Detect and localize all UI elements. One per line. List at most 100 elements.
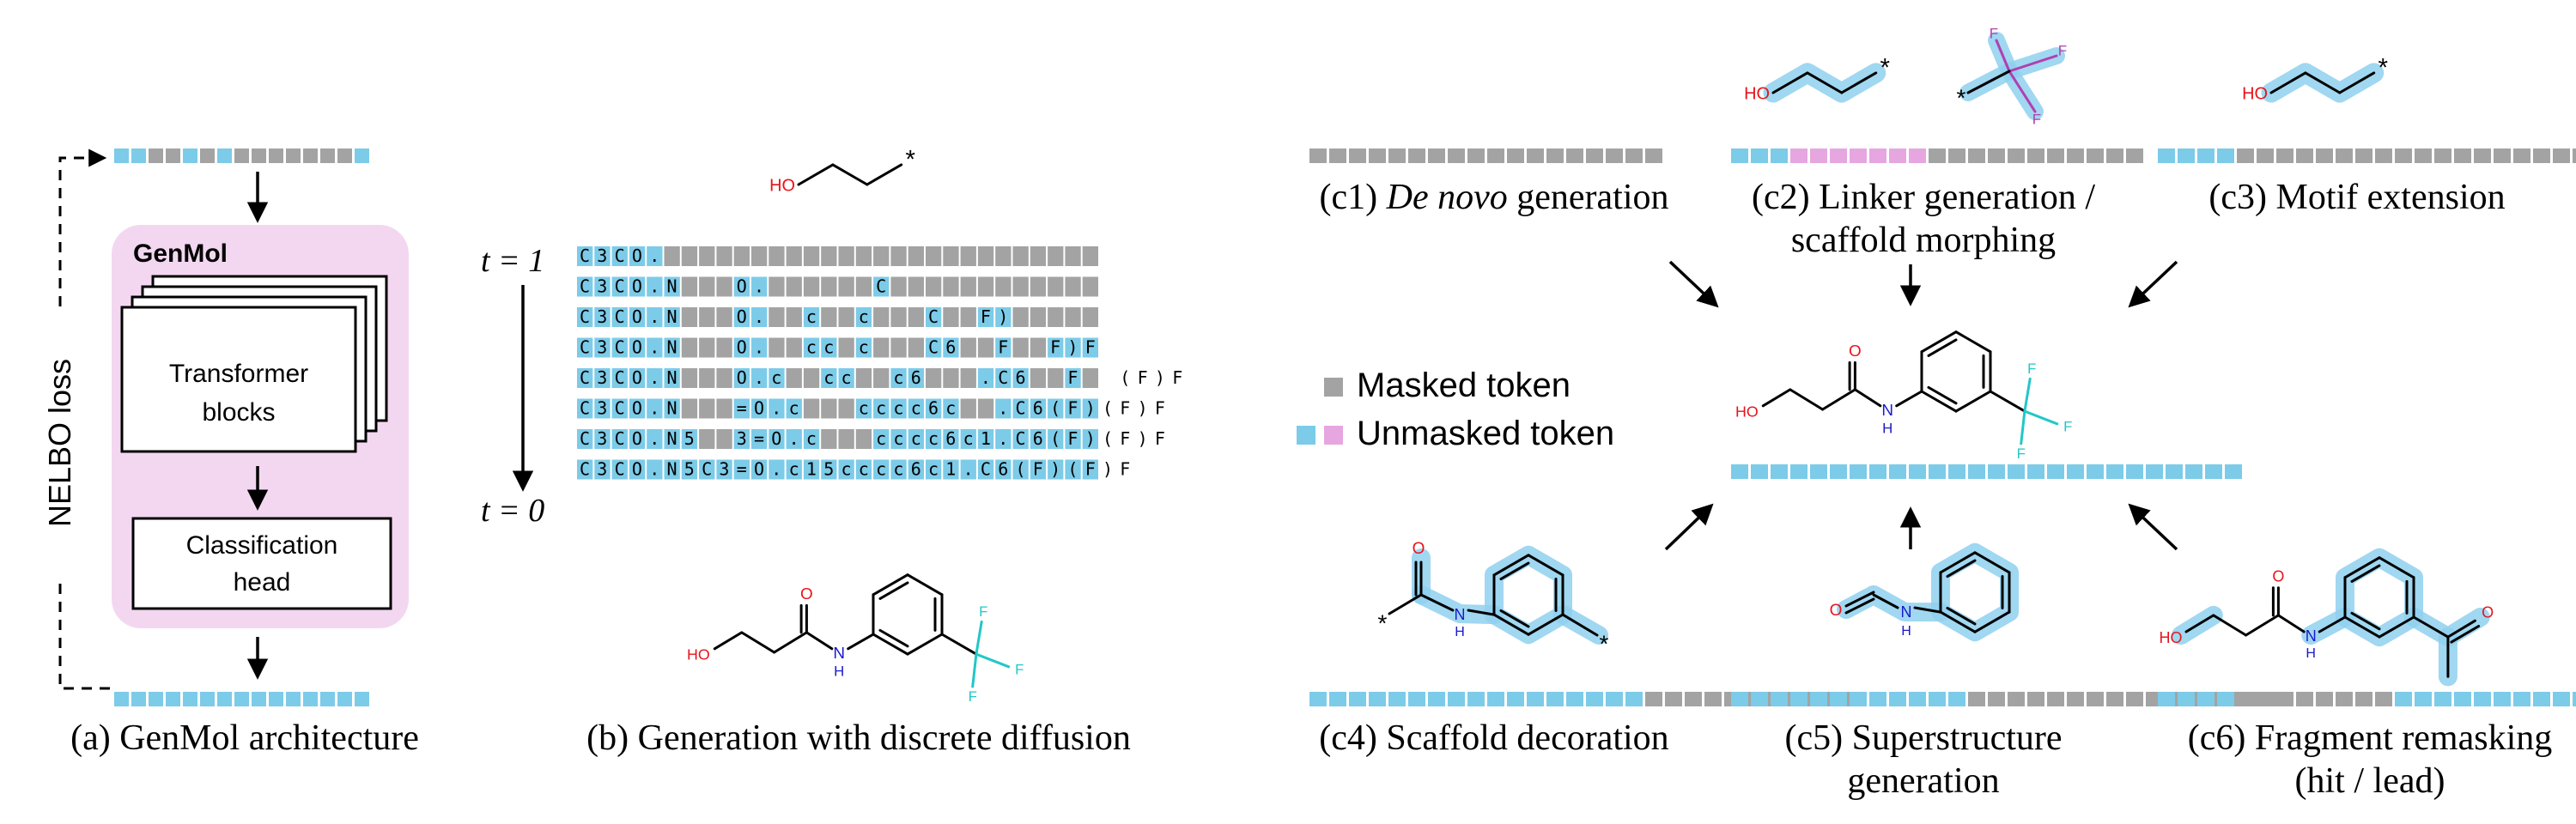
unmasked-token xyxy=(629,307,646,327)
masked-token xyxy=(2336,692,2353,706)
masked-token xyxy=(1948,148,1965,163)
atom-label: * xyxy=(1378,609,1388,636)
unmasked-token xyxy=(2126,464,2143,479)
masked-token xyxy=(1388,148,1406,163)
chem-bond xyxy=(940,633,978,656)
unmasked-token xyxy=(577,398,593,419)
chem-bond xyxy=(2269,71,2307,94)
masked-token xyxy=(1428,148,1445,163)
unmasked-token xyxy=(977,429,994,449)
unmasked-token xyxy=(1731,464,1748,479)
masked-token xyxy=(960,246,976,266)
unmasked-token xyxy=(1048,398,1064,419)
unmasked-token xyxy=(977,459,994,480)
unmasked-token xyxy=(577,368,593,388)
legend-unmasked-swatch-blue xyxy=(1297,426,1315,445)
unmasked-token xyxy=(1790,692,1807,706)
masked-token xyxy=(1065,246,1081,266)
unmasked-token xyxy=(114,148,129,163)
chem-bond xyxy=(2023,409,2059,426)
atom-label: F xyxy=(1015,661,1024,677)
chem-bond xyxy=(1561,613,1599,637)
unmasked-token xyxy=(733,459,750,480)
task-arrow xyxy=(2128,503,2178,551)
unmasked-token xyxy=(1065,368,1081,388)
unmasked-token xyxy=(2553,692,2570,706)
unmasked-token xyxy=(786,398,802,419)
unmasked-token xyxy=(1082,459,1098,480)
masked-token xyxy=(769,337,785,358)
unmasked-token xyxy=(611,307,628,327)
token-row-c2 xyxy=(1731,148,2143,163)
molecule-fragment: HO* xyxy=(769,146,915,196)
masked-token xyxy=(2047,148,2064,163)
unmasked-token xyxy=(594,337,611,358)
unmasked-token xyxy=(1065,459,1081,480)
unmasked-token xyxy=(1869,464,1886,479)
masked-token xyxy=(269,148,283,163)
atom-label: O xyxy=(2272,568,2284,585)
unmasked-token xyxy=(594,398,611,419)
masked-token xyxy=(960,337,976,358)
unmasked-token xyxy=(1065,398,1081,419)
masked-token xyxy=(873,307,890,327)
unmasked-token xyxy=(995,307,1012,327)
atom-label: O xyxy=(1849,342,1862,360)
unmasked-token xyxy=(1909,148,1926,163)
chem-bond xyxy=(1966,70,2011,94)
masked-token xyxy=(699,337,715,358)
chem-bond xyxy=(1973,551,2011,574)
caption-c1: (c1) De novo generation xyxy=(1320,178,1669,217)
unmasked-token xyxy=(838,368,854,388)
chem-bond xyxy=(1771,71,1809,94)
unmasked-token xyxy=(1012,398,1029,419)
task-arrow xyxy=(1668,260,1719,308)
unmasked-token xyxy=(2158,148,2175,163)
unmasked-token xyxy=(2513,692,2530,706)
masked-token xyxy=(1309,148,1327,163)
atom-label: HO xyxy=(2160,629,2183,646)
caption-c6-line1: (c6) Fragment remasking xyxy=(2188,718,2553,758)
chem-bond xyxy=(1789,388,1825,411)
unmasked-token xyxy=(960,429,976,449)
classification-head-box xyxy=(131,517,392,610)
unmasked-token xyxy=(926,429,942,449)
chem-bond xyxy=(866,163,903,186)
masked-token xyxy=(716,246,732,266)
masked-token xyxy=(977,337,994,358)
unmasked-token xyxy=(873,429,890,449)
unmasked-token xyxy=(855,337,872,358)
token-row-output xyxy=(114,692,369,706)
masked-token xyxy=(908,246,924,266)
unmasked-token xyxy=(1082,398,1098,419)
unmasked-token xyxy=(995,429,1012,449)
masked-token xyxy=(2106,148,2123,163)
loss-line-lower xyxy=(58,579,110,690)
unmasked-token xyxy=(217,692,232,706)
masked-token xyxy=(1586,148,1603,163)
masked-token xyxy=(664,246,680,266)
unmasked-token xyxy=(1751,692,1768,706)
masked-token xyxy=(681,307,698,327)
unmasked-token xyxy=(1830,692,1847,706)
masked-token xyxy=(977,276,994,297)
unmasked-token xyxy=(1929,464,1946,479)
chem-bond xyxy=(975,620,983,656)
caption-c2-line1: (c2) Linker generation / xyxy=(1752,178,2095,217)
unmasked-token xyxy=(629,368,646,388)
caption-c5-line1: (c5) Superstructure xyxy=(1784,718,2062,758)
unmasked-token xyxy=(769,368,785,388)
masked-token xyxy=(2513,148,2530,163)
chem-bond xyxy=(2450,625,2481,644)
unmasked-token xyxy=(577,459,593,480)
masked-token xyxy=(1968,692,1985,706)
atom-label: N xyxy=(1881,402,1893,420)
unmasked-token xyxy=(664,429,680,449)
masked-token xyxy=(821,307,837,327)
chem-bond xyxy=(1989,390,2026,413)
legend: Masked token Unmasked token xyxy=(1297,367,1614,452)
masked-token xyxy=(337,148,352,163)
unmasked-token xyxy=(611,429,628,449)
